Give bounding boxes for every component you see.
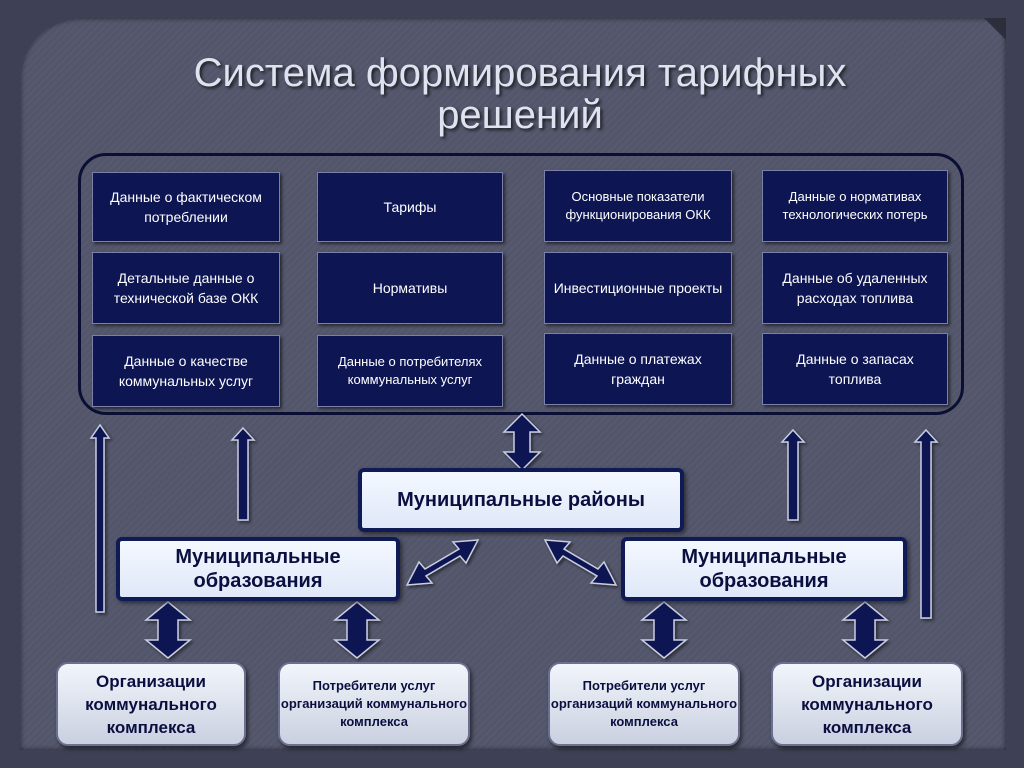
double-arrow-districts [502,412,542,472]
double-arrow-diag-right [543,539,618,586]
slide-title: Система формирования тарифных решений [193,51,847,137]
double-arrow-diag-left [405,539,480,586]
tile-fuel-consumption: Данные об удаленных расходах топлива [762,252,948,324]
service-consumers-right: Потребители услуг организаций коммунальн… [548,662,740,746]
double-arrow-bottom-2 [332,601,382,659]
tile-actual-consumption: Данные о фактическом потреблении [92,172,280,242]
double-arrow-bottom-4 [840,601,890,659]
tile-citizen-payments: Данные о платежах граждан [544,333,732,405]
data-group-frame [78,153,964,415]
up-arrow-right-outer [913,428,939,619]
tile-tariffs: Тарифы [317,172,503,242]
tile-consumers-data: Данные о потребителях коммунальных услуг [317,335,503,407]
corner-fold [984,18,1006,40]
tile-fuel-reserves: Данные о запасах топлива [762,333,948,405]
tile-norms: Нормативы [317,252,503,324]
double-arrow-bottom-3 [639,601,689,659]
service-consumers-left: Потребители услуг организаций коммунальн… [278,662,470,746]
municipal-formations-left-box: Муниципальные образования [116,537,400,601]
tile-loss-norms: Данные о нормативах технологических поте… [762,170,948,242]
tile-main-indicators: Основные показатели функционирования ОКК [544,170,732,242]
double-arrow-bottom-1 [143,601,193,659]
up-arrow-left-outer [89,423,111,613]
up-arrow-left-inner [230,426,256,521]
municipal-formations-right-box: Муниципальные образования [621,537,907,601]
tile-service-quality: Данные о качестве коммунальных услуг [92,335,280,407]
utility-organizations-right: Организации коммунального комплекса [771,662,963,746]
municipal-districts-box: Муниципальные районы [358,468,684,532]
utility-organizations-left: Организации коммунального комплекса [56,662,246,746]
up-arrow-right-inner [780,428,806,521]
tile-technical-base: Детальные данные о технической базе ОКК [92,252,280,324]
tile-investment-projects: Инвестиционные проекты [544,252,732,324]
